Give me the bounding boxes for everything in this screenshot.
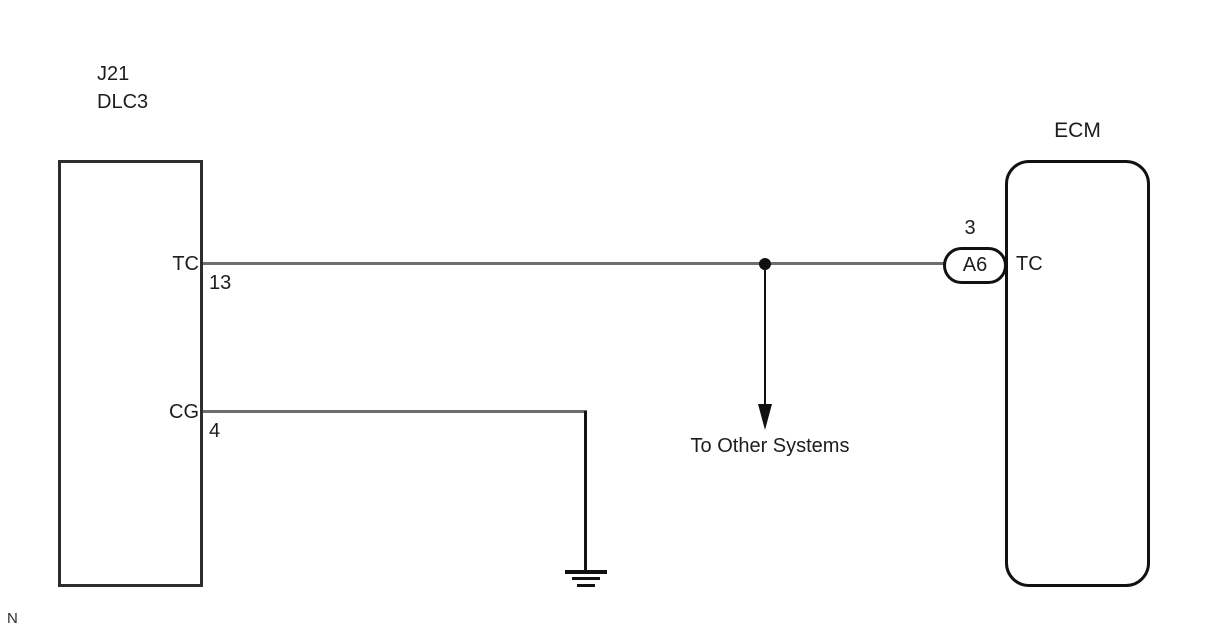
branch-arrow-line <box>764 268 766 408</box>
branch-arrowhead-icon <box>758 404 772 430</box>
ground-icon-bar-bottom <box>577 584 595 587</box>
dlc3-connector-code: J21 <box>97 63 130 85</box>
branch-label: To Other Systems <box>690 435 850 457</box>
ecm-terminal-oval: A6 <box>943 247 1007 284</box>
ecm-title: ECM <box>1054 119 1101 142</box>
ecm-pin-label-tc: TC <box>1016 253 1043 275</box>
ecm-terminal-code: A6 <box>962 254 988 276</box>
ground-icon-bar-middle <box>572 577 600 580</box>
ground-drop-wire <box>584 411 587 572</box>
dlc3-pin-label-tc: TC <box>172 253 199 275</box>
cg-ground-wire <box>203 410 587 413</box>
page-ref-footnote: N <box>7 610 18 627</box>
ecm-terminal-pin-number: 3 <box>964 217 976 239</box>
dlc3-connector-name: DLC3 <box>97 91 149 113</box>
dlc3-pin-number-cg: 4 <box>209 420 221 442</box>
dlc3-pin-label-cg: CG <box>169 401 199 423</box>
tc-signal-wire <box>203 262 945 265</box>
dlc3-connector-box <box>58 160 203 587</box>
dlc3-connector-title: J21 DLC3 <box>97 60 148 116</box>
wire-junction-dot <box>759 258 771 270</box>
ground-icon-bar-top <box>565 570 607 574</box>
dlc3-pin-number-tc: 13 <box>209 272 232 294</box>
ecm-box <box>1005 160 1150 587</box>
